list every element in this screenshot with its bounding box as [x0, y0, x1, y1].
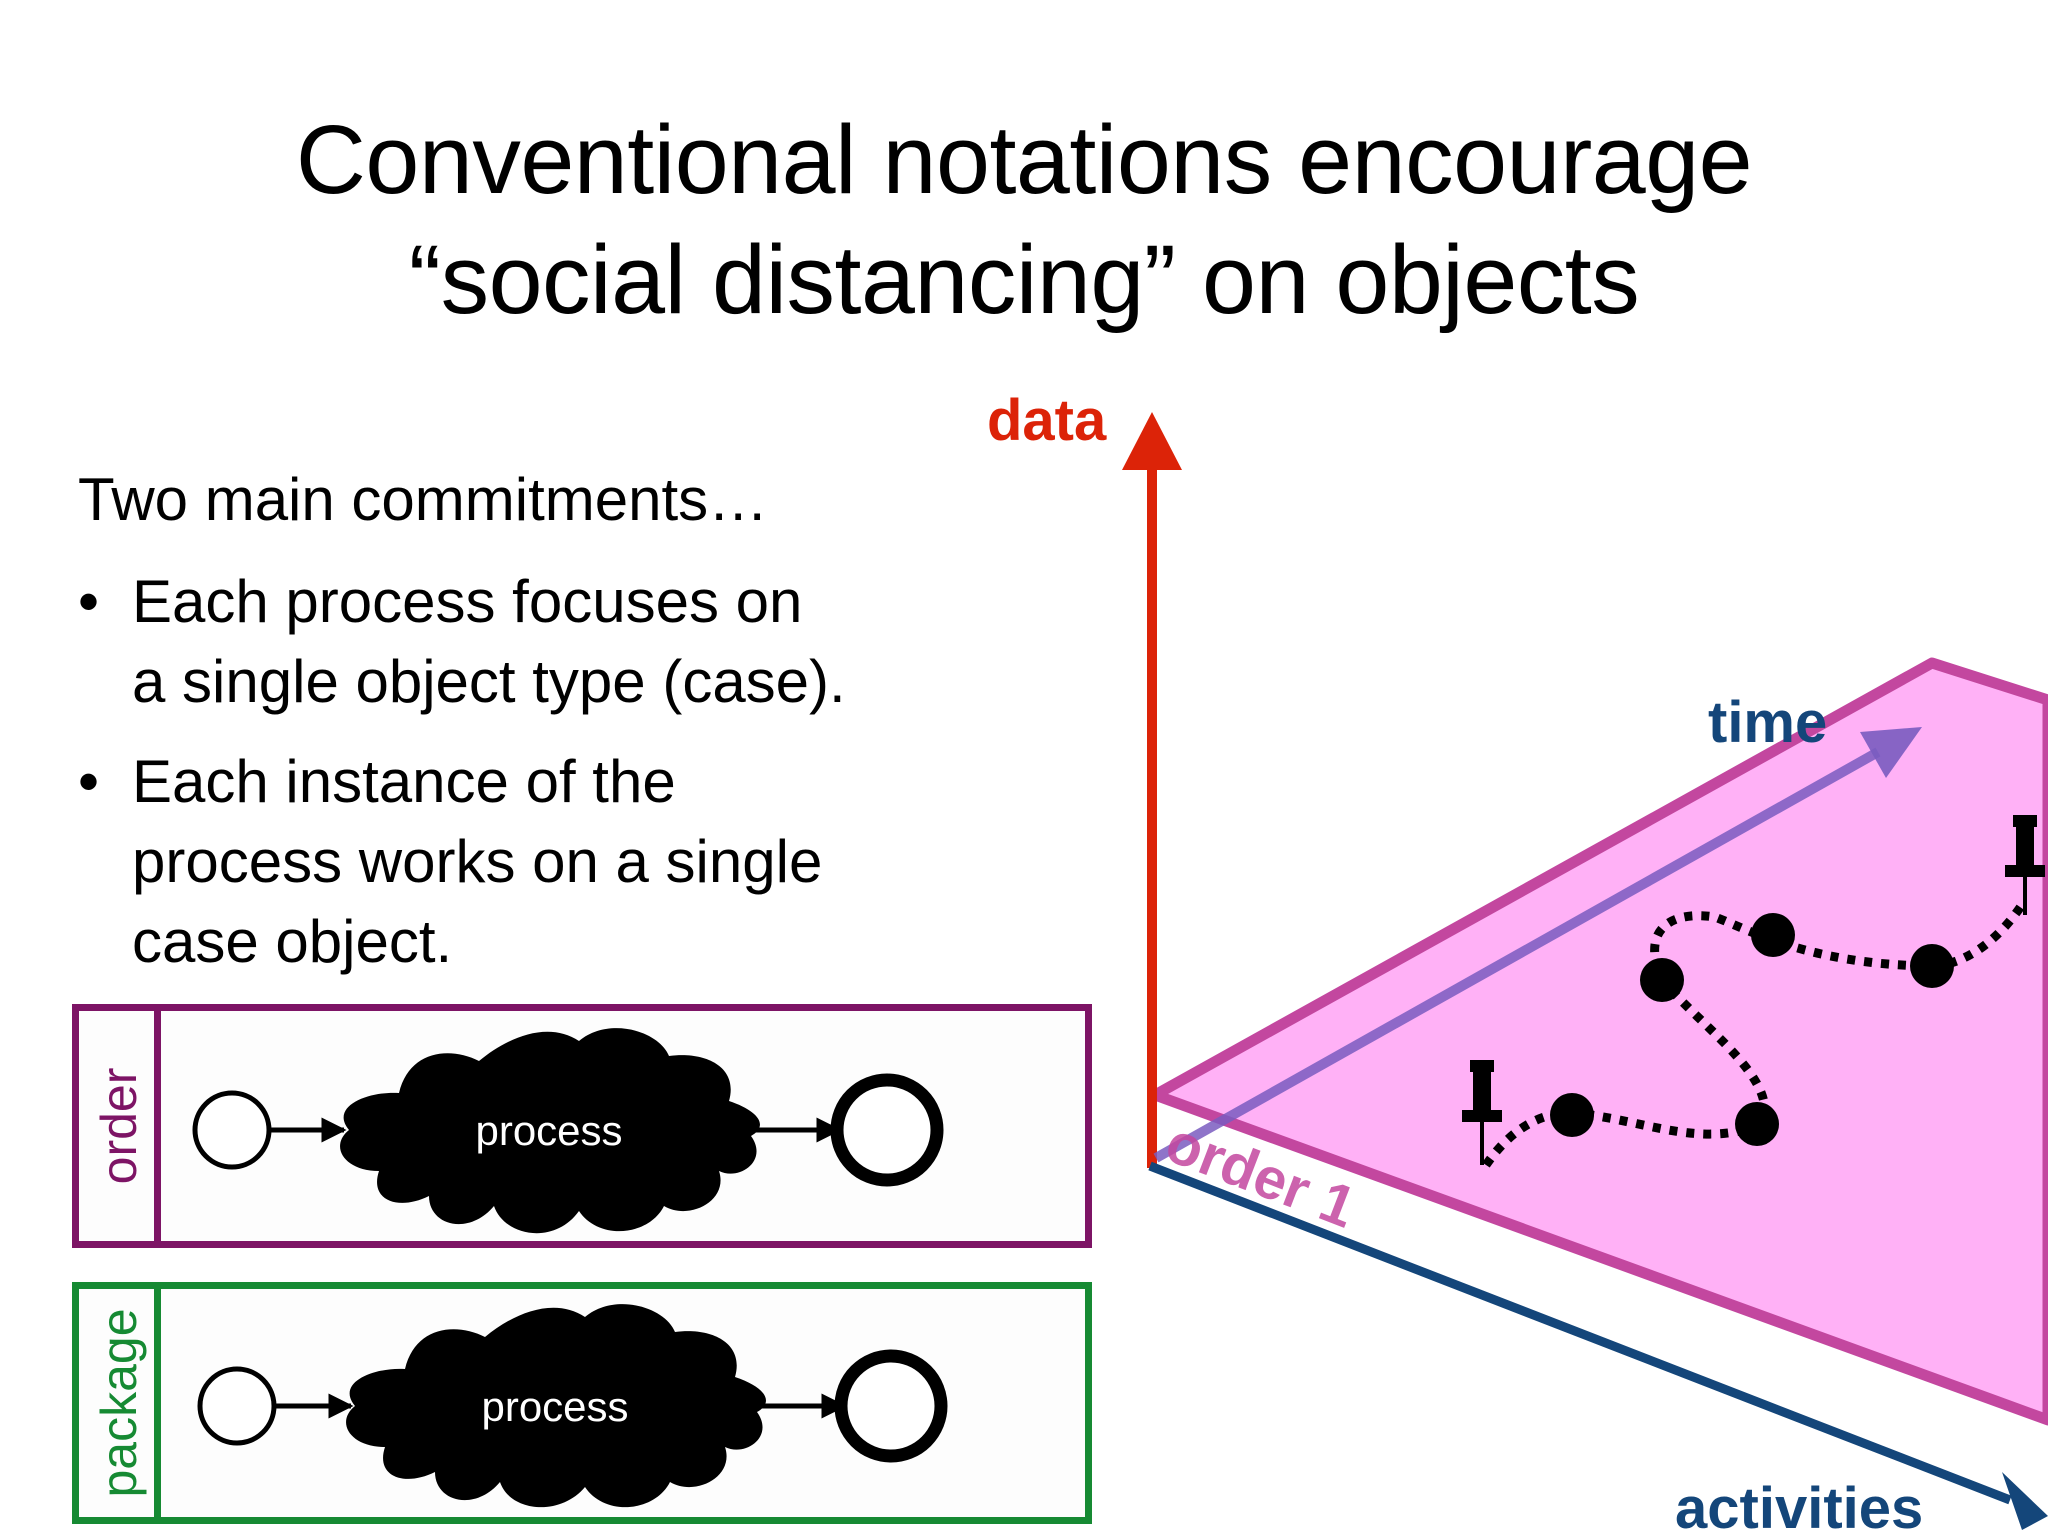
bullet-marker: •: [78, 568, 100, 635]
title-line-2: “social distancing” on objects: [408, 225, 1640, 334]
event-node: [1735, 1102, 1779, 1146]
pushpin-icon: [2005, 815, 2045, 915]
data-axis-arrowhead: [1122, 412, 1182, 470]
event-node: [1910, 944, 1954, 988]
event-node: [1751, 913, 1795, 957]
title-line-1: Conventional notations encourage: [295, 105, 1753, 214]
activities-axis: [1148, 1161, 2012, 1505]
end-event: [834, 1349, 948, 1463]
event-node: [1640, 958, 1684, 1002]
pool-divider: [154, 1011, 161, 1241]
slide-title: Conventional notations encourage “social…: [0, 100, 2048, 340]
event-node: [1550, 1093, 1594, 1137]
pool-order: order process: [72, 1004, 1092, 1248]
data-axis-label: data: [987, 388, 1107, 453]
bullet-text: Each instance of the process works on a …: [132, 742, 1032, 982]
pool-diagram: process: [192, 1028, 944, 1234]
process-label: process: [475, 1107, 622, 1154]
pool-divider: [154, 1289, 161, 1517]
time-axis-label: time: [1708, 690, 1827, 755]
bullet-line: process works on a single: [132, 828, 823, 895]
time-axis: [1153, 747, 1881, 1163]
intro-text: Two main commitments…: [78, 466, 769, 533]
bullet-line: Each process focuses on: [132, 568, 803, 635]
bullet-line: case object.: [132, 908, 453, 975]
object-plane: [1149, 657, 2048, 1426]
activities-axis-label: activities: [1675, 1476, 1923, 1536]
pool-package: package process: [72, 1282, 1092, 1524]
bullet-line: a single object type (case).: [132, 648, 846, 715]
end-event: [830, 1073, 944, 1187]
bullet-text: Each process focuses on a single object …: [132, 562, 1032, 722]
pushpin-icon: [1462, 1060, 1502, 1165]
process-cloud: [340, 1028, 760, 1234]
time-axis-arrowhead: [1860, 727, 1922, 778]
bullet-line: Each instance of the: [132, 748, 676, 815]
process-label: process: [481, 1383, 628, 1430]
pool-diagram: process: [197, 1304, 948, 1508]
activities-axis-arrowhead: [2002, 1472, 2048, 1530]
process-cloud: [346, 1304, 766, 1508]
bullet-marker: •: [78, 748, 100, 815]
